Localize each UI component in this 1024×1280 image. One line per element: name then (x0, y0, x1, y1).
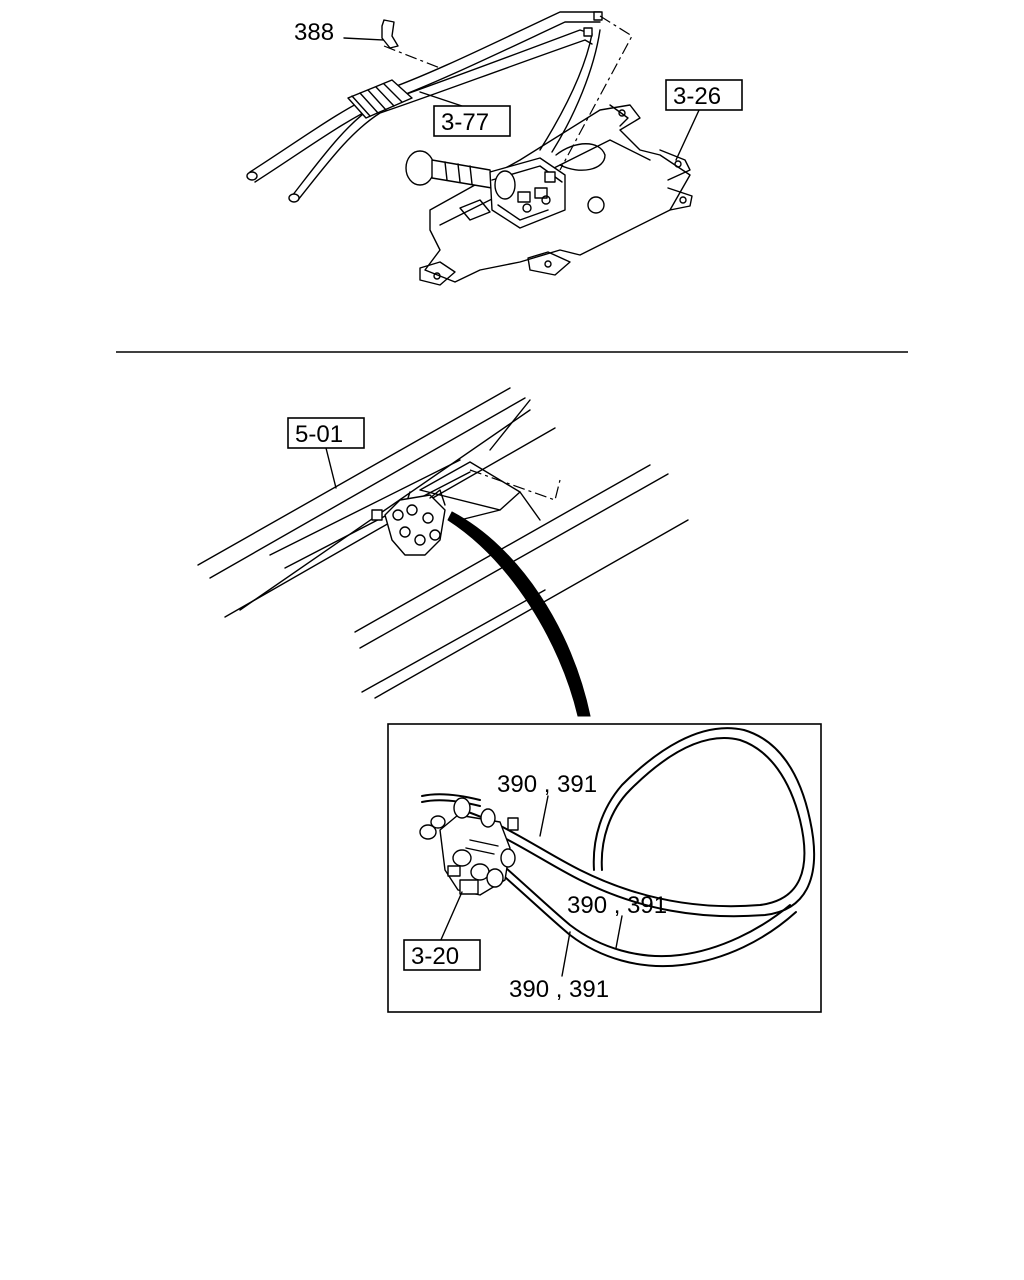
leader-3-26 (675, 107, 701, 161)
leader-390-391-c (561, 931, 571, 977)
chassis-frame-view (197, 387, 689, 717)
ref-box-5-01 (287, 417, 365, 449)
callout-388: 388 (294, 19, 334, 46)
frame-valve-cluster (371, 489, 446, 556)
detail-inset-content (419, 727, 816, 977)
callout-390-391-a: 390 , 391 (497, 771, 597, 798)
callout-3-20: 3-20 (411, 943, 459, 970)
leader-5-01 (325, 447, 337, 489)
leader-390-391-a (539, 795, 549, 837)
callout-3-26: 3-26 (673, 83, 721, 110)
leader-3-20 (439, 891, 463, 943)
inset-valve-cluster (419, 797, 519, 896)
protective-sleeve (347, 79, 413, 119)
part-388-clip (381, 19, 399, 49)
shift-lever-assembly (246, 11, 701, 286)
callout-3-77: 3-77 (441, 109, 489, 136)
ref-box-3-26 (665, 79, 743, 111)
ref-box-3-20 (403, 939, 481, 971)
leader-388 (343, 37, 385, 41)
ref-box-3-77 (433, 105, 511, 137)
shift-lever (405, 150, 493, 189)
callout-390-391-c: 390 , 391 (509, 976, 609, 1003)
callout-390-391-b: 390 , 391 (567, 892, 667, 919)
detail-pointer (447, 511, 591, 717)
leader-390-391-b (615, 915, 623, 949)
mounting-plate (419, 104, 693, 286)
callout-5-01: 5-01 (295, 421, 343, 448)
selector-valve (489, 157, 566, 229)
